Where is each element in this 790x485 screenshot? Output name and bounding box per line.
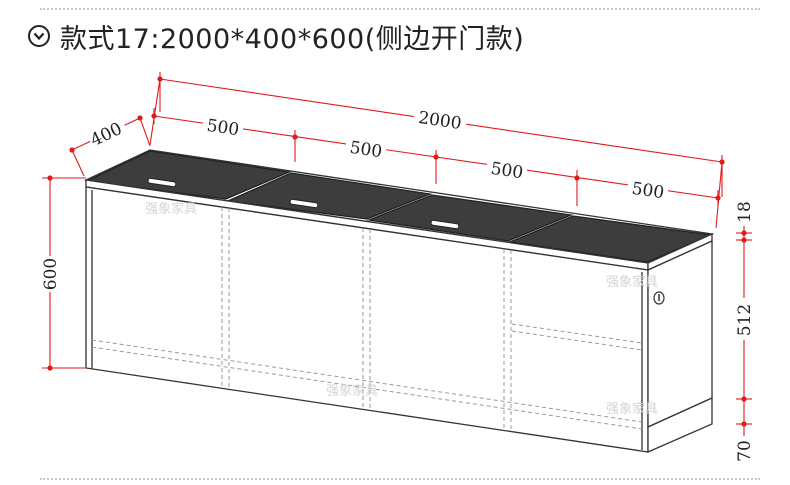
watermark-3: 强象家具 — [326, 383, 378, 399]
dim-segment-2: 500 — [348, 138, 383, 163]
side-door-lock — [653, 291, 665, 305]
top-dotted-divider — [40, 8, 760, 10]
lid-handle-1 — [147, 177, 177, 188]
dim-segment-1: 500 — [205, 116, 240, 141]
cabinet-side-face — [647, 239, 713, 429]
hidden-lines — [91, 207, 643, 431]
lid-panel-3 — [366, 194, 574, 242]
dim-top-thickness: 18 — [735, 201, 755, 223]
lid-handle-3 — [430, 219, 460, 230]
style-header: 款式17:2000*400*600(侧边开门款) — [28, 16, 524, 56]
chevron-down-circle-icon — [28, 25, 50, 47]
dim-segment-4: 500 — [630, 179, 665, 204]
dim-height: 600 — [41, 258, 61, 290]
lid-handle-2 — [289, 198, 319, 209]
lid-handles — [147, 177, 460, 230]
watermark-4: 强象家具 — [606, 401, 658, 417]
lid-panel-2 — [225, 172, 433, 220]
watermark-1: 强象家具 — [145, 201, 197, 217]
dim-base-height: 70 — [735, 440, 755, 462]
dim-body-height: 512 — [735, 304, 755, 336]
style-title: 款式17:2000*400*600(侧边开门款) — [60, 23, 525, 55]
cabinet — [83, 149, 715, 453]
bottom-dotted-divider — [40, 478, 760, 480]
dim-segment-3: 500 — [489, 159, 524, 184]
watermark-2: 强象家具 — [606, 274, 658, 290]
plinth-front — [647, 396, 713, 453]
